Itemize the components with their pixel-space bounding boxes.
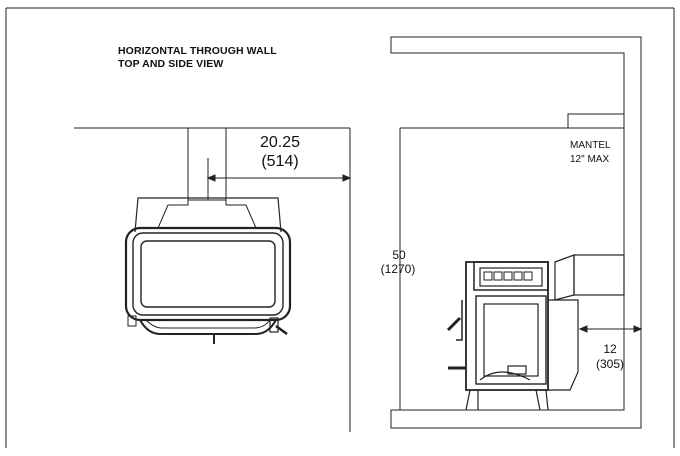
mantel-label: MANTEL [570,140,611,151]
mantel-max: 12" MAX [570,154,610,165]
height-inches: 50 [392,248,406,262]
stove-top-outer [124,226,292,322]
height-mm: (1270) [380,262,416,276]
rear-dimension [578,325,643,333]
rear-mm: (305) [595,357,624,371]
clearance-mm: (514) [261,153,299,170]
mantel [567,113,625,129]
clearance-dimension [206,174,352,182]
rear-inches: 12 [603,342,617,356]
stove-top-glass [140,240,276,308]
outer-border [5,7,675,448]
top-view [74,127,351,432]
stove-side [446,254,625,411]
clearance-inches: 20.25 [259,134,301,151]
diagram-title-line2: TOP AND SIDE VIEW [118,58,224,70]
diagram-title-line1: HORIZONTAL THROUGH WALL [118,45,277,57]
